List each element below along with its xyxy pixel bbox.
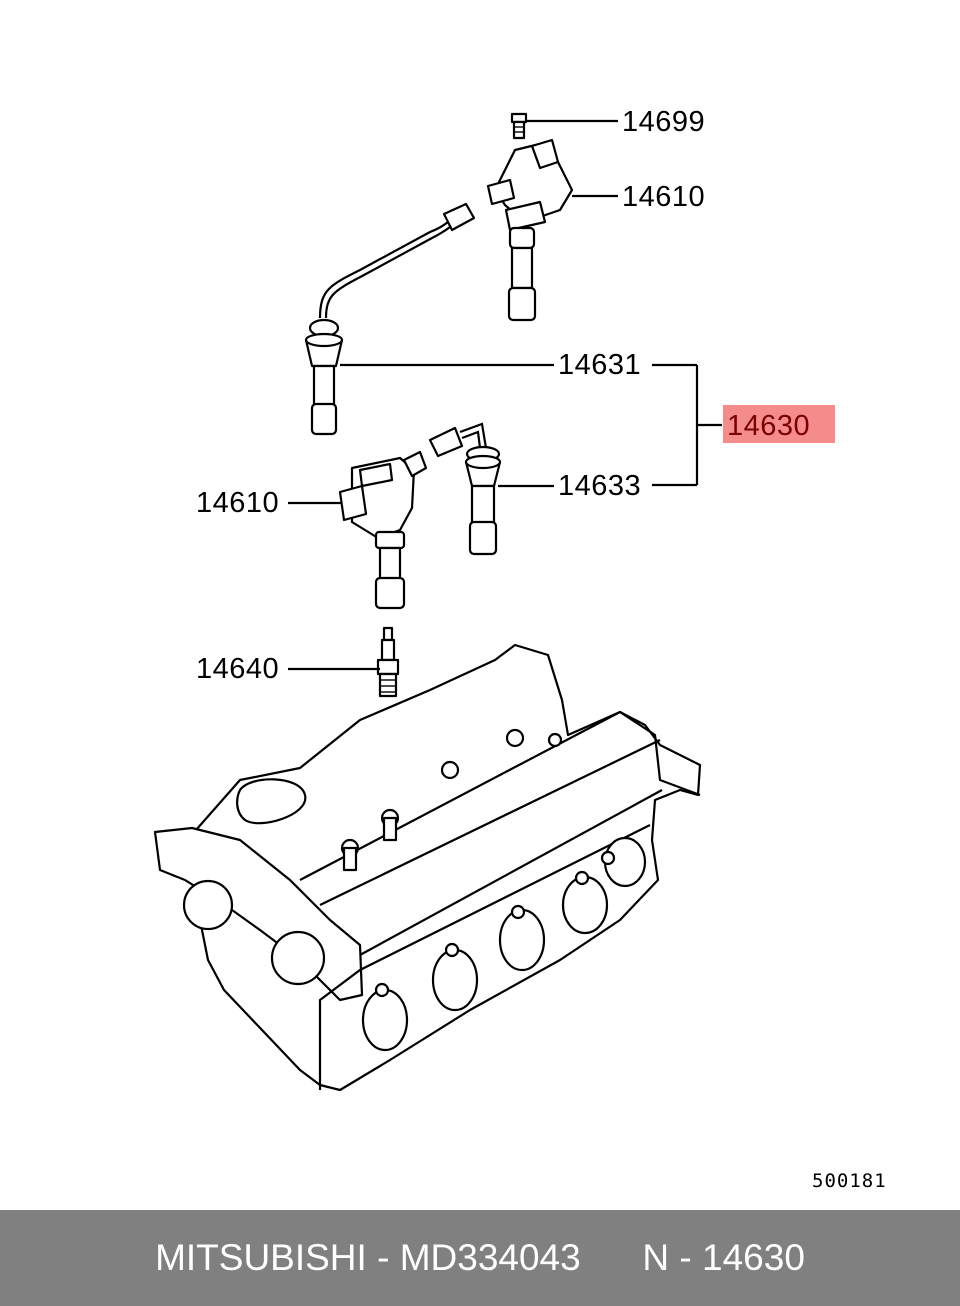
callout-14631[interactable]: 14631: [558, 349, 642, 381]
diagram-code: 500181: [812, 1170, 887, 1192]
spark-plug: [376, 626, 400, 698]
footer-ref-number: 14630: [702, 1237, 805, 1278]
footer-brand: MITSUBISHI: [155, 1237, 367, 1278]
footer-ref-separator: -: [669, 1237, 703, 1278]
callout-14699[interactable]: 14699: [622, 106, 706, 138]
footer-separator: -: [366, 1237, 400, 1278]
footer-part-number: MD334043: [399, 1237, 581, 1278]
plug-wire-long: [304, 202, 476, 436]
footer-bar: MITSUBISHI - MD334043 N - 14630: [0, 1210, 960, 1306]
ignition-coil-left: [338, 450, 428, 610]
cylinder-head: [153, 643, 702, 1092]
footer-caption: MITSUBISHI - MD334043 N - 14630: [0, 1210, 960, 1306]
footer-ref-prefix: N: [642, 1237, 670, 1278]
callout-14610-left[interactable]: 14610: [196, 487, 280, 519]
callout-14640[interactable]: 14640: [196, 653, 280, 685]
callout-14633[interactable]: 14633: [558, 470, 642, 502]
parts-diagram: [153, 112, 722, 1092]
callout-14610-top[interactable]: 14610: [622, 181, 706, 213]
leader-lines: [288, 119, 722, 671]
ignition-coil-top: [486, 138, 574, 322]
plug-wire-short: [428, 422, 502, 556]
callout-14630[interactable]: 14630: [727, 410, 811, 442]
bolt-part: [510, 112, 528, 140]
part-highlight: [723, 405, 835, 443]
footer-gap: [581, 1237, 643, 1279]
